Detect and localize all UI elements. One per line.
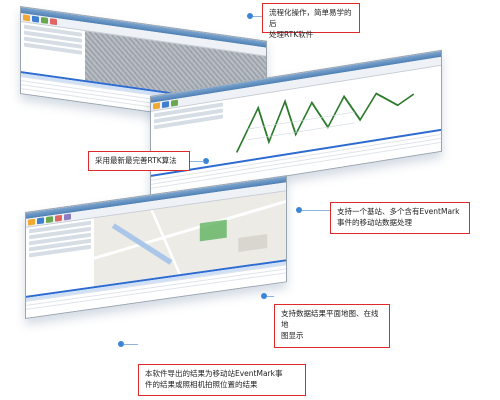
callout-leader-1	[253, 16, 262, 17]
callout-leader-4	[267, 296, 274, 297]
settings-icon[interactable]	[41, 16, 48, 24]
callout-leader-3	[302, 210, 330, 211]
callout-dot-4	[261, 293, 267, 299]
trajectory-view[interactable]	[226, 65, 441, 165]
callout-export: 本软件导出的结果为移动站EventMark事 件的结果或照相机拍照位置的结果	[138, 364, 306, 396]
callout-dot-2	[203, 158, 209, 164]
callout-leader-5	[124, 344, 138, 345]
run-icon[interactable]	[50, 18, 57, 26]
callout-algorithm: 采用最新最完善RTK算法	[88, 151, 190, 171]
run-icon[interactable]	[55, 214, 62, 222]
callout-line: 事件的移动站数据处理	[337, 218, 412, 227]
folder-icon[interactable]	[28, 218, 35, 226]
software-window-3	[25, 175, 287, 319]
callout-map: 支持数据结果平面地图、在线地 图显示	[274, 304, 390, 348]
callout-line: 处理RTK软件	[269, 30, 314, 39]
save-icon[interactable]	[162, 100, 169, 109]
software-window-2	[150, 49, 442, 199]
trajectory-plot	[236, 92, 415, 153]
settings-icon[interactable]	[46, 216, 53, 224]
save-icon[interactable]	[37, 217, 44, 225]
callout-line: 本软件导出的结果为移动站EventMark事	[145, 369, 283, 378]
folder-icon[interactable]	[23, 14, 30, 22]
callout-workflow: 流程化操作，简单易学的后 处理RTK软件	[262, 3, 360, 39]
callout-line: 采用最新最完善RTK算法	[95, 156, 177, 165]
callout-line: 图显示	[281, 331, 304, 340]
callout-line: 支持一个基站、多个含有EventMark	[337, 207, 460, 216]
callout-line: 流程化操作，简单易学的后	[269, 8, 352, 28]
callout-line: 支持数据结果平面地图、在线地	[281, 309, 379, 329]
callout-line: 件的结果或照相机拍照位置的结果	[145, 380, 258, 389]
folder-icon[interactable]	[153, 102, 160, 110]
project-tree[interactable]	[26, 218, 95, 298]
save-icon[interactable]	[32, 15, 39, 23]
online-map-view[interactable]	[93, 191, 287, 289]
callout-dot-1	[247, 13, 253, 19]
map-canvas	[93, 199, 287, 277]
map-icon[interactable]	[64, 213, 71, 221]
callout-dot-3	[296, 207, 302, 213]
callout-leader-2	[190, 161, 204, 162]
callout-dot-5	[118, 341, 124, 347]
settings-icon[interactable]	[171, 99, 178, 107]
callout-multi-base: 支持一个基站、多个含有EventMark 事件的移动站数据处理	[330, 202, 470, 234]
